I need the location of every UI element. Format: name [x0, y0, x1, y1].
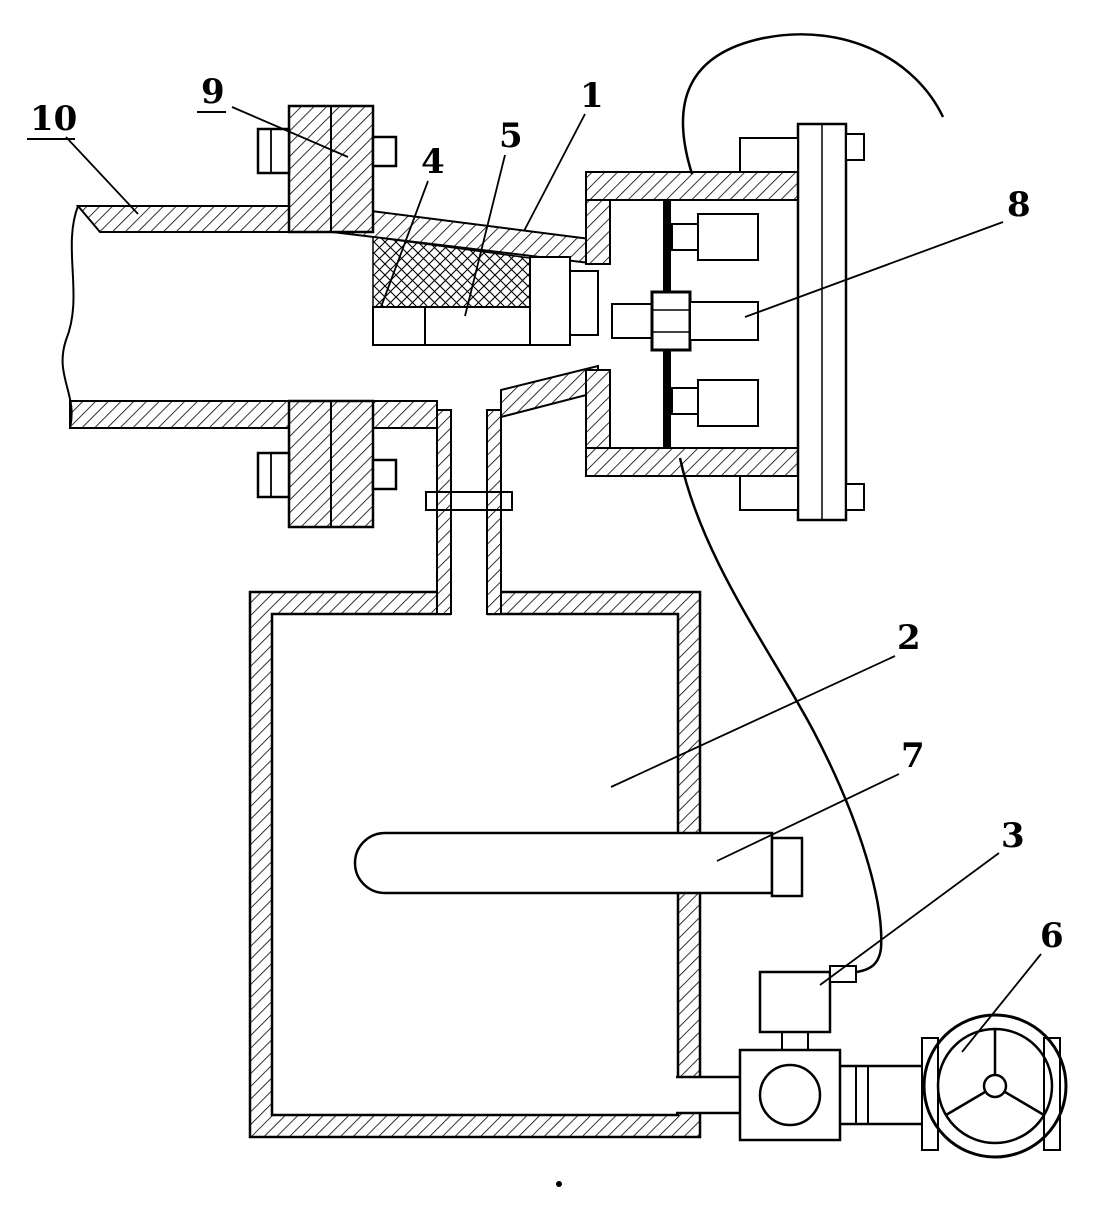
center-nut: [650, 290, 692, 352]
part-label-8: 8: [1007, 185, 1031, 225]
housing: [585, 171, 799, 477]
part-label-6: 6: [1040, 916, 1064, 956]
part-label-2: 2: [897, 618, 921, 658]
dip-pipe-body: [353, 831, 774, 895]
nozzle-tip-inner: [569, 270, 599, 336]
upper-injector-body: [697, 213, 759, 261]
handwheel-hub: [982, 1073, 1008, 1099]
leader-line-9: [231, 106, 349, 158]
center-rod-left: [611, 303, 653, 339]
part-label-1: 1: [580, 76, 604, 116]
upper-injector-stem: [671, 223, 699, 251]
plate-lug-top: [845, 133, 865, 161]
nozzle-tip-outer: [529, 256, 571, 346]
flange-bolt-bottom-head: [256, 451, 291, 499]
downcomer-wall-right: [486, 409, 502, 615]
top-hose-curve: [681, 33, 945, 175]
solenoid-valve: [758, 965, 857, 1050]
tank-top-opening: [451, 590, 487, 616]
mounting-tab-top: [739, 137, 799, 173]
lower-injector-body: [697, 379, 759, 427]
part-label-3: 3: [1001, 816, 1025, 856]
leader-lines: [65, 106, 1042, 1053]
dip-pipe-coupling: [770, 836, 804, 898]
mounting-plate: [739, 122, 865, 522]
handwheel-spoke-right: [1004, 1090, 1045, 1117]
packing-ring-right: [424, 306, 531, 346]
inlet-pipe: [61, 205, 333, 429]
part-label-10: 10: [30, 99, 77, 139]
lower-injector-stem: [671, 387, 699, 415]
leader-line-10: [65, 136, 139, 215]
flange-bolt-bottom-nut: [371, 458, 398, 491]
plate-lug-bottom: [845, 483, 865, 511]
downcomer-wall-left: [436, 409, 452, 615]
pipe-break-line: [61, 205, 79, 429]
solenoid-box: [758, 970, 832, 1034]
part-label-7: 7: [901, 736, 925, 776]
leader-line-5: [464, 154, 506, 317]
flange-bolt-top-head: [256, 127, 291, 175]
leader-line-4: [380, 180, 429, 308]
center-rod-right: [689, 301, 759, 341]
handwheel: [921, 1013, 1068, 1159]
part-labels: 10 9 4 5 1 8 2 7 3 6: [27, 72, 1064, 956]
housing-bottom-wall: [585, 447, 799, 477]
flange-bolt-top-nut: [371, 135, 398, 168]
nozzle-bottom-wall-right: [500, 364, 599, 419]
downcomer-pipe: [425, 409, 513, 615]
part-label-5: 5: [499, 116, 523, 156]
leader-line-6: [961, 953, 1042, 1053]
nozzle-bottom-wall-left: [372, 400, 438, 429]
mounting-tab-bottom: [739, 475, 799, 511]
dip-pipe: [353, 831, 804, 898]
nozzle-section: [331, 204, 599, 429]
drain-valve: [738, 1048, 922, 1142]
packing-ring-left: [372, 306, 426, 346]
valve-port-circle: [758, 1063, 822, 1127]
housing-left-wall-upper: [585, 199, 611, 265]
leader-line-7: [716, 773, 900, 862]
solenoid-port-tab: [829, 965, 857, 983]
part-label-9: 9: [201, 72, 225, 112]
connecting-tube-curve: [678, 457, 883, 974]
outlet-bore: [676, 1077, 742, 1113]
leader-line-1: [523, 113, 586, 232]
handwheel-rim-outer: [922, 1013, 1068, 1159]
flange-assembly: [256, 104, 398, 529]
housing-left-wall-lower: [585, 369, 611, 449]
housing-top-wall: [585, 171, 799, 201]
outlet-line: [676, 1075, 742, 1115]
leader-line-8: [744, 221, 1004, 318]
stray-dot: [556, 1181, 562, 1187]
handwheel-spoke-left: [945, 1090, 986, 1117]
leader-line-3: [819, 852, 1000, 986]
downcomer-coupling: [425, 491, 513, 511]
part-label-4: 4: [421, 142, 445, 182]
leader-line-2: [610, 655, 896, 788]
